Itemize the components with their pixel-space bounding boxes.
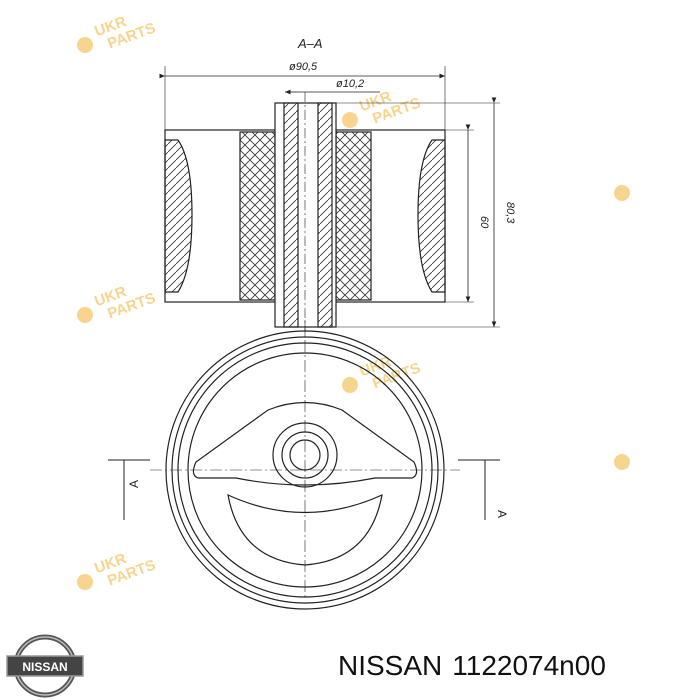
watermark-gear-icon — [614, 185, 630, 201]
nissan-logo-icon: NISSAN — [6, 634, 84, 698]
section-marker-right: A — [495, 510, 509, 518]
dim-height-inner: 60 — [478, 216, 490, 229]
section-marker-left: A — [127, 480, 141, 488]
part-caption: NISSAN 1122074n00 — [338, 650, 698, 686]
dim-height-total: 80,3 — [504, 202, 516, 224]
logo-text: NISSAN — [22, 660, 67, 674]
section-view: A–A ø90,5 ø10,2 60 80,3 — [159, 36, 516, 335]
section-title: A–A — [297, 36, 323, 51]
watermark-gear-icon — [614, 454, 630, 470]
dim-inner-diameter: ø10,2 — [336, 78, 364, 90]
front-view: A A — [108, 320, 509, 610]
dim-outer-diameter: ø90,5 — [289, 61, 318, 73]
part-number: 1122074n00 — [452, 650, 606, 681]
brand-name: NISSAN — [338, 650, 443, 681]
